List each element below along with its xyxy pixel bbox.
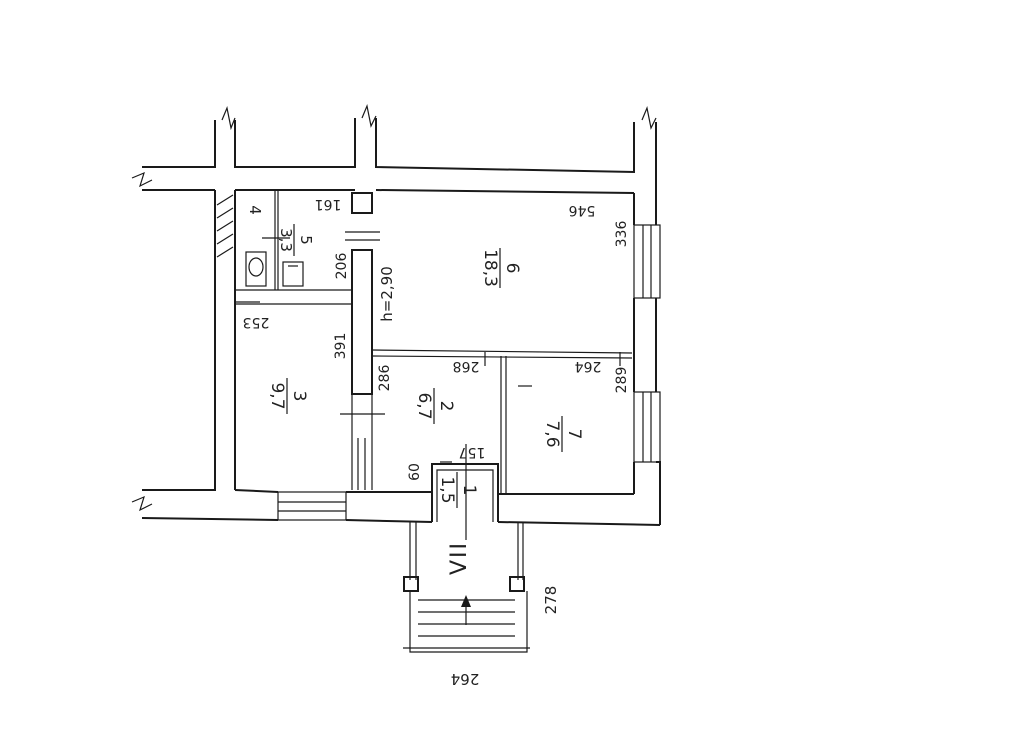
dimension-278: 278	[542, 586, 560, 615]
room-5-label: 5 3,3	[277, 224, 315, 256]
dimension-60: 60	[407, 463, 423, 481]
room-area: 1,5	[437, 476, 457, 503]
room-7-label: 7 7,6	[542, 416, 584, 452]
room-area: 6,7	[414, 392, 434, 419]
dimension-289: 289	[614, 367, 630, 394]
stair-label: VII	[447, 541, 472, 575]
dimension-264-room: 264	[575, 358, 602, 374]
dimension-ticks	[440, 352, 621, 463]
dimension-253: 253	[243, 314, 270, 330]
dimension-157: 157	[459, 444, 486, 460]
room-area: 3,3	[277, 228, 295, 252]
dimension-268: 268	[453, 358, 480, 374]
room-1-label: 1 1,5	[437, 472, 479, 508]
room-2-label: 2 6,7	[414, 388, 456, 424]
entrance-stairs	[403, 522, 530, 653]
room-number: 3	[289, 391, 309, 402]
room-3-label: 3 9,7	[267, 378, 309, 414]
dimension-391: 391	[333, 333, 349, 360]
room-area: 9,7	[267, 382, 287, 409]
room-number: 5	[297, 235, 315, 245]
room-number: 7	[564, 429, 584, 440]
windows	[277, 224, 661, 521]
dimension-264-stair: 264	[451, 670, 480, 688]
exterior-walls	[131, 103, 661, 526]
dimension-336: 336	[614, 221, 630, 248]
dimension-546: 546	[569, 202, 596, 218]
room-number: 6	[502, 263, 522, 274]
room-4-label: 4	[246, 205, 264, 215]
interior-walls	[235, 190, 633, 540]
room-area: 18,3	[480, 249, 500, 287]
room-number: 2	[436, 401, 456, 412]
dimension-161: 161	[315, 196, 342, 212]
ceiling-height-label: h=2,90	[378, 266, 396, 321]
dimension-206: 206	[334, 253, 350, 280]
room-area: 7,6	[542, 420, 562, 447]
room-number: 4	[246, 205, 264, 215]
room-6-label: 6 18,3	[480, 248, 522, 288]
room-number: 1	[459, 485, 479, 496]
dimension-286: 286	[377, 365, 393, 392]
